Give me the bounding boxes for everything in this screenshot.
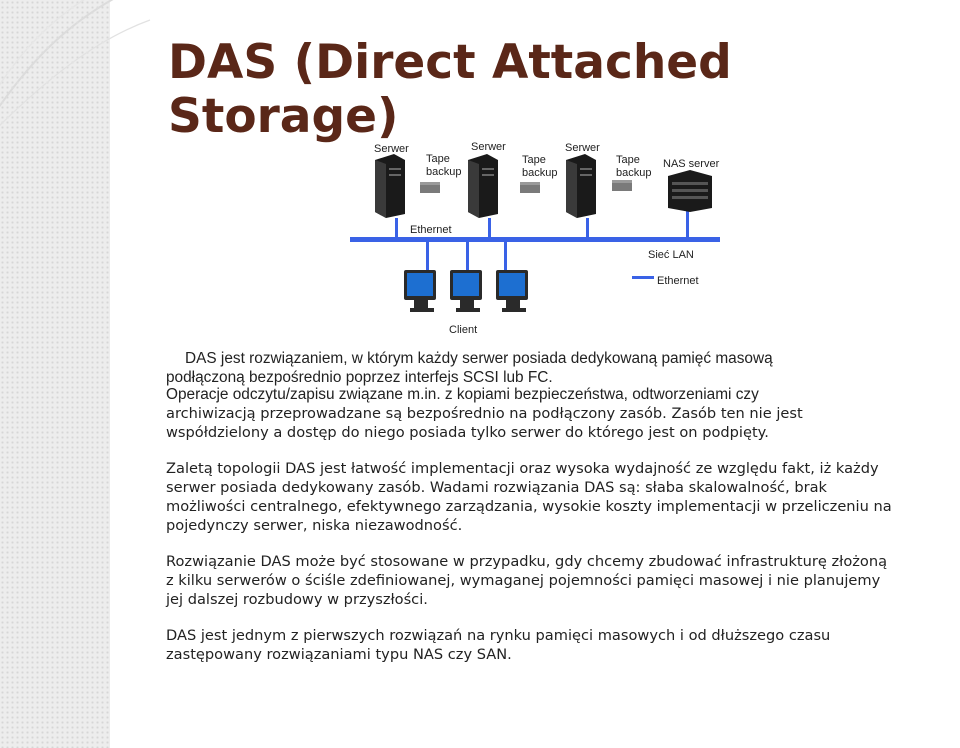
text-line: z kilku serwerów o ściśle zdefiniowanej,… (166, 572, 881, 589)
text-line: pojedynczy serwer, niska niezawodność. (166, 517, 463, 534)
text-line: archiwizacją przeprowadzane są bezpośred… (166, 405, 803, 422)
paragraph-intro: DAS jest rozwiązaniem, w którym każdy se… (166, 349, 773, 387)
das-network-diagram: Serwer Tape backup Serwer Tape backup Se… (350, 141, 720, 336)
text-line: DAS jest rozwiązaniem, w którym każdy se… (185, 350, 773, 367)
tape-label: backup (616, 167, 651, 179)
tape-label: Tape (616, 154, 640, 166)
tape-backup-icon (520, 182, 540, 193)
slide-title: DAS (Direct Attached Storage) (168, 36, 868, 144)
legend-ethernet-label: Ethernet (657, 275, 699, 287)
server-label: Serwer (565, 142, 600, 154)
paragraph-usage: Rozwiązanie DAS może być stosowane w prz… (166, 552, 887, 609)
decorative-left-strip (0, 0, 110, 748)
nas-server-icon (668, 170, 712, 212)
decorative-corner-swirl (0, 0, 151, 126)
text-line: serwer posiada dedykowany zasób. Wadami … (166, 479, 828, 496)
tape-label: backup (522, 167, 557, 179)
monitor-icon (496, 270, 528, 312)
server-label: Serwer (374, 143, 409, 155)
monitor-icon (404, 270, 436, 312)
server-icon (566, 154, 596, 218)
text-line: Operacje odczytu/zapisu związane m.in. z… (166, 386, 759, 403)
text-line: DAS jest jednym z pierwszych rozwiązań n… (166, 627, 831, 644)
text-line: współdzielony a dostęp do niego posiada … (166, 424, 769, 441)
text-line: możliwości centralnego, efektywnego zarz… (166, 498, 892, 515)
tape-backup-icon (420, 182, 440, 193)
server-label: Serwer (471, 141, 506, 153)
text-line: podłączoną bezpośrednio poprzez interfej… (166, 369, 553, 386)
text-line: jej dalszej rozbudowy w przyszłości. (166, 591, 428, 608)
title-line-2: Storage) (168, 89, 399, 144)
text-line: Zaletą topologii DAS jest łatwość implem… (166, 460, 879, 477)
text-line: Rozwiązanie DAS może być stosowane w prz… (166, 553, 888, 570)
tape-label: Tape (426, 153, 450, 165)
client-label: Client (449, 324, 477, 336)
paragraph-history: DAS jest jednym z pierwszych rozwiązań n… (166, 626, 830, 664)
tape-label: backup (426, 166, 461, 178)
paragraph-operations: Operacje odczytu/zapisu związane m.in. z… (166, 385, 803, 442)
lan-label: Sieć LAN (648, 249, 694, 261)
legend-line (632, 276, 654, 279)
monitor-icon (450, 270, 482, 312)
text-line: zastępowany rozwiązaniami typu NAS czy S… (166, 646, 512, 663)
server-icon (375, 154, 405, 218)
server-icon (468, 154, 498, 218)
paragraph-advantages: Zaletą topologii DAS jest łatwość implem… (166, 459, 892, 535)
title-line-1: DAS (Direct Attached (168, 35, 732, 90)
tape-backup-icon (612, 180, 632, 191)
ethernet-label: Ethernet (410, 224, 452, 236)
tape-label: Tape (522, 154, 546, 166)
nas-label: NAS server (663, 158, 720, 170)
ethernet-bus (350, 237, 720, 242)
